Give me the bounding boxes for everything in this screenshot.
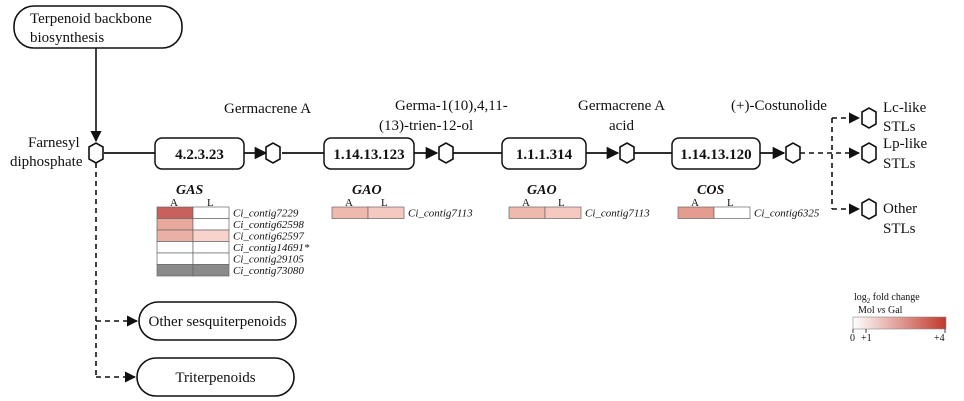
other-stls-node xyxy=(861,198,877,220)
contig-label: Ci_contig73080 xyxy=(233,265,304,277)
enzyme-ec-3: 1.1.1.314 xyxy=(516,147,573,163)
heatmap-gao2: Ci_contig7113 xyxy=(508,206,650,220)
heatmap-cell-gas-5-a xyxy=(156,264,194,277)
heatmap-cell-gao2-0-a xyxy=(508,206,546,219)
enzyme-ec-4: 1.14.13.120 xyxy=(680,147,751,163)
heatmap-cell-gas-4-l xyxy=(192,252,230,265)
gas-col-a: A xyxy=(170,197,178,209)
heatmap-cell-gas-3-l xyxy=(192,241,230,254)
enzyme-box-2: 1.14.13.123 xyxy=(323,137,415,170)
costunolide-node xyxy=(785,142,801,164)
contig-label: Ci_contig7229 xyxy=(233,208,299,220)
legend-title: log2 fold change xyxy=(854,292,920,305)
other-sesquiterpenoids-label: Other sesquiterpenoids xyxy=(149,314,287,330)
contig-label: Ci_contig62597 xyxy=(233,231,304,243)
heatmap-cell-gas-0-l xyxy=(192,206,230,219)
enzyme-box-4: 1.14.13.120 xyxy=(671,137,761,170)
contig-label: Ci_contig7113 xyxy=(585,208,650,220)
gene-gas: GAS xyxy=(176,183,203,198)
gene-gao-1: GAO xyxy=(352,183,382,198)
costunolide-label: (+)-Costunolide xyxy=(731,98,827,114)
heatmap-cell-cos-0-l xyxy=(713,206,751,219)
germacrene-acid-line1: Germacrene A xyxy=(578,98,665,114)
farnesyl-line1: Farnesyl xyxy=(28,135,80,151)
other-sesquiterpenoids-box: Other sesquiterpenoids xyxy=(138,301,297,341)
enzyme-ec-1: 4.2.3.23 xyxy=(175,147,224,163)
enzyme-box-3: 1.1.1.314 xyxy=(501,137,587,170)
heatmap-cell-gas-1-l xyxy=(192,218,230,231)
color-legend: log2 fold change Mol vs Gal 0 +1 +4 xyxy=(850,292,947,344)
stl-branches xyxy=(800,112,861,215)
legend-tick-0: 0 xyxy=(850,333,855,344)
heatmap-gas: Ci_contig7229Ci_contig62598Ci_contig6259… xyxy=(156,206,310,277)
lc-like-line1: Lc-like xyxy=(883,100,927,116)
heatmap-cell-gas-5-l xyxy=(192,264,230,277)
heatmap-cell-gao1-0-l xyxy=(367,206,405,219)
enzyme-ec-2: 1.14.13.123 xyxy=(333,147,404,163)
germatrienol-line2: (13)-trien-12-ol xyxy=(379,118,473,134)
heatmap-cos: Ci_contig6325 xyxy=(677,206,820,220)
gene-gao-2: GAO xyxy=(527,183,557,198)
contig-label: Ci_contig29105 xyxy=(233,254,304,266)
germacrene-acid-node xyxy=(619,142,635,164)
heatmap-cell-gas-2-a xyxy=(156,229,194,242)
lp-like-line1: Lp-like xyxy=(883,136,927,152)
heatmap-gao1: Ci_contig7113 xyxy=(331,206,473,220)
gao1-col-a: A xyxy=(345,197,353,209)
other-stls-line2: STLs xyxy=(883,221,916,237)
heatmap-cell-gas-4-a xyxy=(156,252,194,265)
gene-cos: COS xyxy=(697,183,724,198)
heatmap-cell-gas-0-a xyxy=(156,206,194,219)
legend-tick-4: +4 xyxy=(934,333,945,344)
heatmap-cell-cos-0-a xyxy=(677,206,715,219)
contig-label: Ci_contig7113 xyxy=(408,208,473,220)
legend-tick-1: +1 xyxy=(861,333,872,344)
cos-col-a: A xyxy=(691,197,699,209)
germacrene-a-node xyxy=(265,142,281,164)
germacrene-acid-line2: acid xyxy=(609,118,634,134)
enzyme-box-1: 4.2.3.23 xyxy=(154,137,245,170)
heatmap-cell-gas-1-a xyxy=(156,218,194,231)
terpenoid-line2: biosynthesis xyxy=(30,30,104,46)
terpenoid-backbone-box: Terpenoid backbone biosynthesis xyxy=(13,5,183,49)
gao1-col-l: L xyxy=(381,197,388,209)
gao2-col-a: A xyxy=(522,197,530,209)
compound-nodes xyxy=(88,107,877,220)
heatmap-cell-gas-2-l xyxy=(192,229,230,242)
gao2-col-l: L xyxy=(558,197,565,209)
triterpenoids-box: Triterpenoids xyxy=(136,357,295,397)
heatmap-cell-gas-3-a xyxy=(156,241,194,254)
heatmap-col-labels: A L A L A L A L xyxy=(170,197,734,209)
cos-col-l: L xyxy=(727,197,734,209)
legend-gradient-bar xyxy=(852,316,947,330)
contig-label: Ci_contig6325 xyxy=(754,208,820,220)
lc-like-node xyxy=(861,107,877,129)
gas-col-l: L xyxy=(207,197,214,209)
germatrienol-node xyxy=(438,142,454,164)
germacrene-a-label: Germacrene A xyxy=(224,101,311,117)
legend-subtitle: Mol vs Gal xyxy=(858,305,903,316)
germatrienol-line1: Germa-1(10),4,11- xyxy=(395,98,508,114)
side-branches xyxy=(95,163,139,383)
contig-label: Ci_contig62598 xyxy=(233,219,304,231)
triterpenoids-label: Triterpenoids xyxy=(175,370,255,386)
farnesyl-node xyxy=(88,142,104,164)
lp-like-line2: STLs xyxy=(883,156,916,172)
lp-like-node xyxy=(861,142,877,164)
heatmap-cell-gao2-0-l xyxy=(544,206,582,219)
terpenoid-line1: Terpenoid backbone xyxy=(30,11,152,27)
farnesyl-line2: diphosphate xyxy=(10,154,83,170)
other-stls-line1: Other xyxy=(883,201,917,217)
heatmap-cell-gao1-0-a xyxy=(331,206,369,219)
lc-like-line2: STLs xyxy=(883,119,916,135)
contig-label: Ci_contig14691* xyxy=(233,242,310,254)
